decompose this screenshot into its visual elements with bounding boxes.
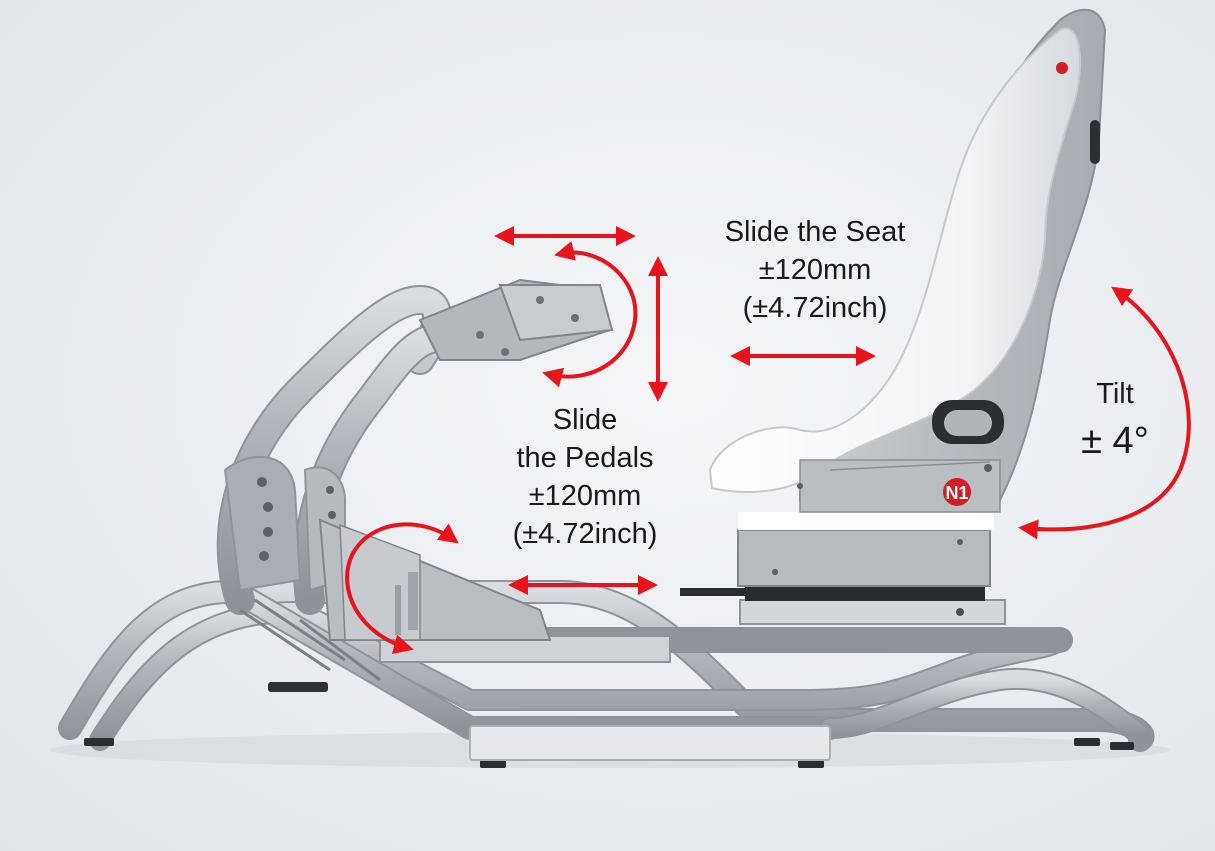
wheel-mount-plate	[418, 278, 614, 361]
tilt-label-line2: ± 4°	[1081, 420, 1149, 462]
pedals-label-line3: ±120mm	[528, 480, 642, 512]
side-plate-holes	[257, 477, 273, 561]
side-plate	[223, 456, 302, 592]
pedals-adjust-label: Slide the Pedals ±120mm (±4.72inch)	[480, 406, 690, 558]
seat-adjust-label: Slide the Seat ±120mm (±4.72inch)	[700, 218, 930, 332]
pedals-rotate-arrow	[345, 522, 459, 654]
frame-feet	[84, 738, 1134, 768]
seat-tilt-arrow	[1018, 286, 1191, 540]
logo-text: N1	[945, 483, 968, 503]
wheel-rotate-arrow	[542, 241, 638, 388]
pedals-label-line4: (±4.72inch)	[512, 518, 658, 550]
tilt-adjust-label: Tilt ± 4°	[1070, 378, 1160, 462]
n1-logo: N1	[943, 478, 971, 506]
pedals-label-line2: the Pedals	[516, 442, 654, 474]
seat-label-line2: ±120mm	[758, 254, 872, 286]
bottom-plate	[469, 725, 831, 761]
seat-slider	[680, 512, 1006, 625]
seat-label-line3: (±4.72inch)	[742, 292, 888, 324]
seat-label-line1: Slide the Seat	[724, 216, 906, 248]
tilt-label-line1: Tilt	[1096, 378, 1134, 410]
pedals-label-line1: Slide	[552, 404, 618, 436]
